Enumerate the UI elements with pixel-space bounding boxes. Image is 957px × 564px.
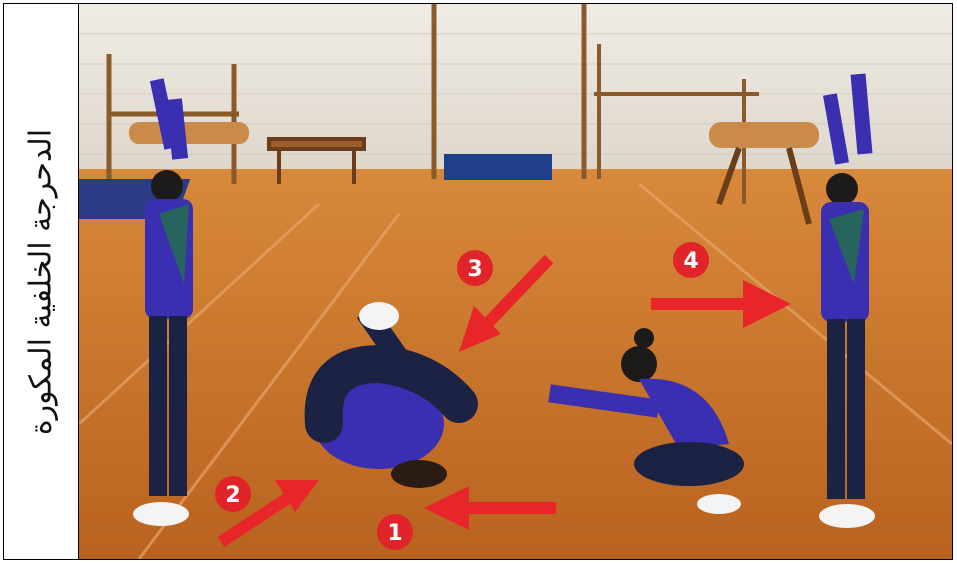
badge-step-3: 3 xyxy=(457,250,493,286)
badge-step-2: 2 xyxy=(215,476,251,512)
gym-scene: 1 2 3 4 xyxy=(79,4,952,559)
gym-wall xyxy=(79,4,952,174)
badge-step-4: 4 xyxy=(673,242,709,278)
badge-step-2-number: 2 xyxy=(225,483,240,508)
side-label-cell: الدحرجة الخلفية المكورة xyxy=(4,4,79,559)
badge-step-1-number: 1 xyxy=(387,521,402,546)
vault-horse-left xyxy=(129,122,249,144)
badge-step-4-number: 4 xyxy=(683,249,698,274)
blue-mat-center xyxy=(444,154,552,180)
figure-title: الدحرجة الخلفية المكورة xyxy=(24,128,59,434)
badge-step-3-number: 3 xyxy=(467,257,482,282)
figure-frame: الدحرجة الخلفية المكورة xyxy=(3,3,953,560)
badge-step-1: 1 xyxy=(377,514,413,550)
